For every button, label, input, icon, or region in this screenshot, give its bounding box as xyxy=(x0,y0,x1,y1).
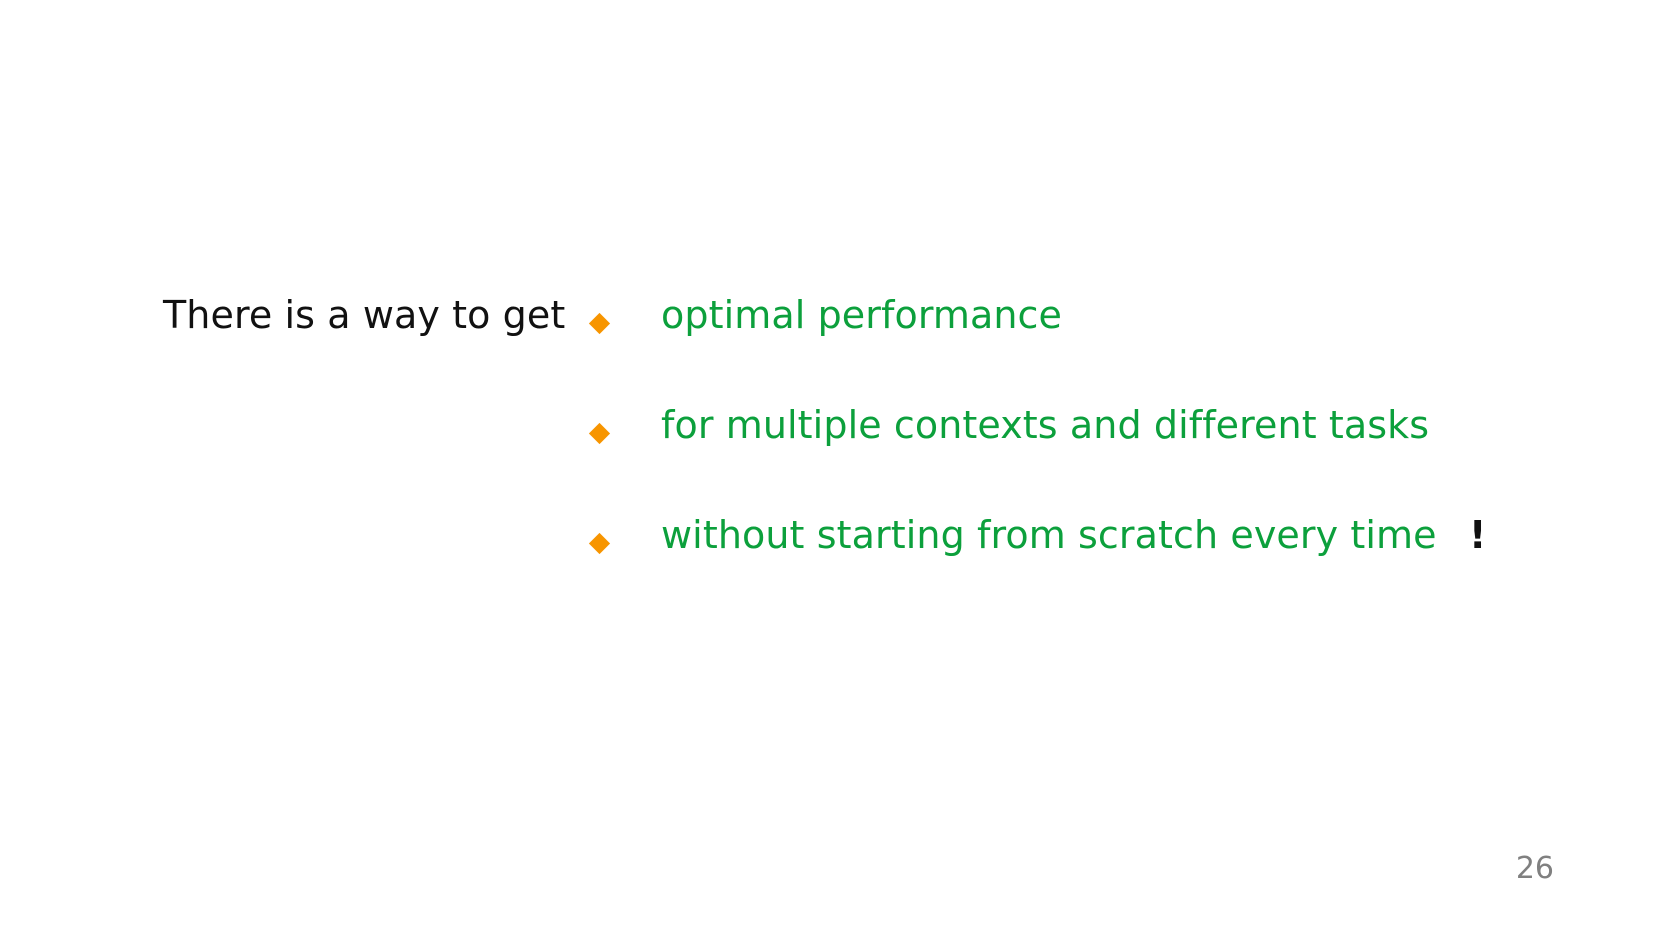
lead-in-phrase: There is a way to get xyxy=(163,293,566,337)
bullet-text: without starting from scratch every time xyxy=(661,513,1437,557)
list-item: optimal performance xyxy=(588,289,1592,399)
page-number: 26 xyxy=(1515,851,1554,886)
bullet-list: optimal performance for multiple context… xyxy=(588,289,1592,619)
list-item: for multiple contexts and different task… xyxy=(588,399,1592,509)
exclamation-mark: ! xyxy=(1469,513,1487,557)
bullet-text: optimal performance xyxy=(661,293,1063,337)
bullet-text: for multiple contexts and different task… xyxy=(661,403,1430,447)
list-item: without starting from scratch every time… xyxy=(588,509,1592,619)
